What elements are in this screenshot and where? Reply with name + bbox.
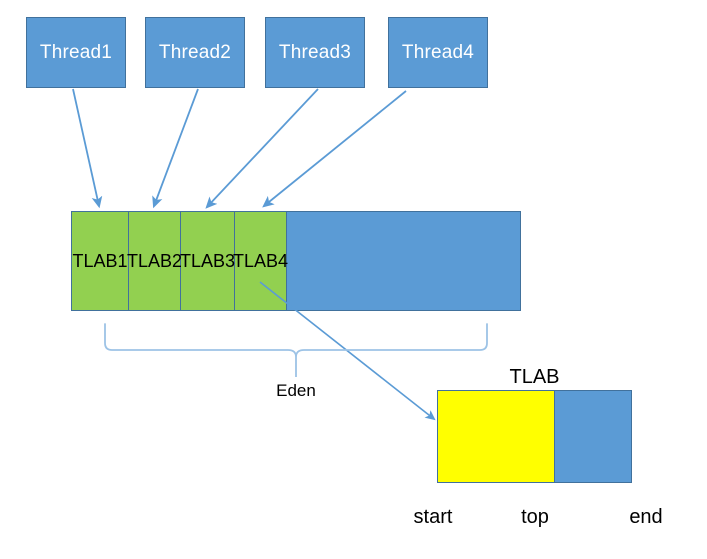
thread-box-1: Thread1	[26, 17, 126, 88]
thread-box-2: Thread2	[145, 17, 245, 88]
tlab-pointer-start-label: start	[413, 506, 453, 528]
eden-bar: TLAB1 TLAB2 TLAB3 TLAB4	[71, 211, 521, 311]
arrow-thread4-to-tlab4	[262, 90, 407, 208]
tlab-pointer-end-label: end	[629, 506, 663, 528]
tlab-used-region	[438, 391, 555, 482]
thread-box-3-label: Thread3	[278, 41, 352, 63]
eden-brace-label: Eden	[276, 381, 316, 400]
thread-box-4: Thread4	[388, 17, 488, 88]
tlab-block-3-label: TLAB3	[179, 250, 236, 271]
tlab-pointer-top-label: top	[521, 506, 549, 528]
tlab-block-4-label: TLAB4	[232, 250, 289, 271]
tlab-block-1: TLAB1	[72, 212, 129, 310]
tlab-detail-box	[437, 390, 632, 483]
thread-box-4-label: Thread4	[401, 41, 475, 63]
tlab-block-3: TLAB3	[179, 212, 236, 310]
arrow-thread1-to-tlab1	[72, 88, 103, 209]
thread-box-2-label: Thread2	[158, 41, 232, 63]
tlab-block-1-label: TLAB1	[72, 250, 128, 271]
tlab-block-2: TLAB2	[126, 212, 183, 310]
thread-box-3: Thread3	[265, 17, 365, 88]
arrow-thread3-to-tlab3	[205, 88, 319, 209]
eden-brace	[104, 323, 488, 377]
thread-box-1-label: Thread1	[39, 41, 113, 63]
tlab-detail-title: TLAB	[509, 366, 560, 388]
tlab-block-2-label: TLAB2	[126, 250, 183, 271]
tlab-block-4: TLAB4	[232, 212, 289, 310]
arrow-thread2-to-tlab2	[152, 88, 199, 209]
